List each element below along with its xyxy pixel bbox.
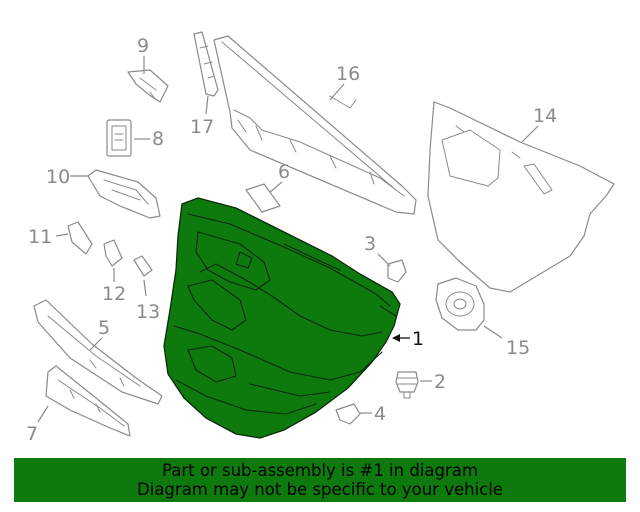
callout-7: 7 bbox=[26, 423, 38, 445]
callout-15: 15 bbox=[506, 337, 530, 359]
callout-5: 5 bbox=[98, 317, 110, 339]
part-1-door-trim-panel[interactable] bbox=[163, 197, 401, 439]
part-10-handle-bezel[interactable] bbox=[87, 169, 161, 219]
callout-10: 10 bbox=[46, 166, 70, 188]
part-7-lower-trim[interactable] bbox=[45, 365, 131, 437]
leader-14 bbox=[521, 125, 539, 143]
part-12-clip[interactable] bbox=[103, 239, 123, 267]
leader-15 bbox=[483, 325, 503, 339]
callout-14: 14 bbox=[533, 105, 557, 127]
part-6-pad[interactable] bbox=[245, 183, 281, 213]
callout-6: 6 bbox=[278, 161, 290, 183]
leader-6 bbox=[269, 181, 283, 193]
callout-16: 16 bbox=[336, 63, 360, 85]
leader-17 bbox=[205, 95, 209, 115]
callout-2: 2 bbox=[434, 371, 446, 393]
leader-11 bbox=[55, 233, 69, 237]
leader-1-arrowhead bbox=[392, 334, 400, 342]
leader-16 bbox=[329, 83, 345, 101]
banner-line-2: Diagram may not be specific to your vehi… bbox=[137, 480, 503, 499]
part-15-speaker[interactable] bbox=[435, 277, 485, 331]
leader-5 bbox=[89, 337, 103, 351]
part-2-push-pin[interactable] bbox=[395, 371, 419, 399]
callout-9: 9 bbox=[137, 35, 149, 57]
part-16-window-regulator[interactable] bbox=[213, 35, 417, 215]
banner-line-1: Part or sub-assembly is #1 in diagram bbox=[162, 461, 478, 480]
part-4-clip[interactable] bbox=[335, 403, 361, 425]
part-17-channel[interactable] bbox=[193, 31, 219, 97]
part-11-clip[interactable] bbox=[67, 221, 93, 255]
info-banner: Part or sub-assembly is #1 in diagram Di… bbox=[14, 458, 626, 502]
callout-12: 12 bbox=[102, 283, 126, 305]
part-8-switch[interactable] bbox=[106, 119, 132, 157]
callout-1: 1 bbox=[412, 328, 424, 350]
part-14-water-shield[interactable] bbox=[427, 101, 615, 293]
part-13-clip[interactable] bbox=[133, 255, 153, 277]
leader-3 bbox=[377, 253, 391, 267]
part-9-bracket[interactable] bbox=[127, 69, 169, 103]
callout-11: 11 bbox=[28, 226, 52, 248]
part-5-armrest-trim[interactable] bbox=[33, 299, 163, 405]
parts-diagram: 16 17 9 8 10 6 11 12 13 bbox=[26, 31, 615, 445]
callout-8: 8 bbox=[152, 128, 164, 150]
callout-4: 4 bbox=[374, 403, 386, 425]
leader-7 bbox=[37, 405, 49, 423]
leader-13 bbox=[143, 279, 147, 297]
callout-17: 17 bbox=[190, 116, 214, 138]
callout-3: 3 bbox=[364, 233, 376, 255]
part-3-clip[interactable] bbox=[387, 259, 407, 283]
callout-13: 13 bbox=[136, 301, 160, 323]
